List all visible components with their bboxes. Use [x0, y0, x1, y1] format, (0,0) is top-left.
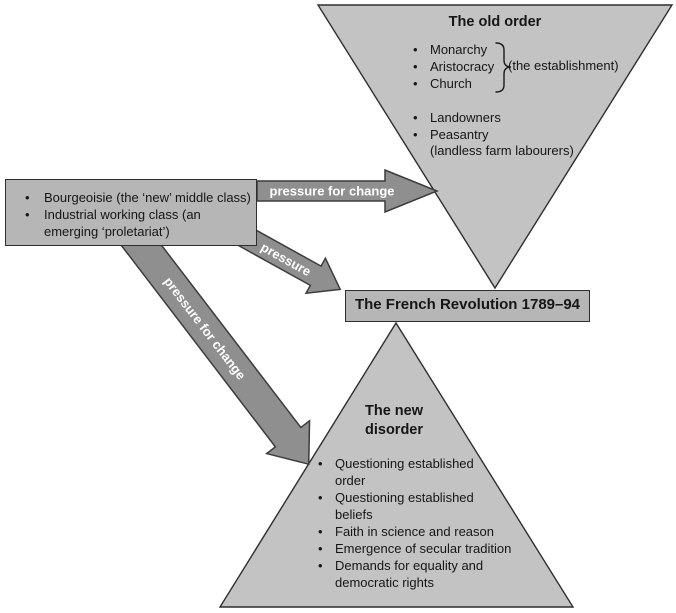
list-item: Demands for equality and democratic righ…	[317, 557, 497, 591]
new-disorder-list: Questioning established order Questionin…	[317, 455, 511, 591]
french-revolution-box: The French Revolution 1789–94	[345, 290, 590, 322]
list-item: Faith in science and reason	[317, 523, 511, 540]
list-item: Emergence of secular tradition	[317, 540, 511, 557]
list-item: Bourgeoisie (the ‘new’ middle class)	[6, 189, 256, 206]
arrow-pressure-shape	[237, 225, 342, 295]
list-item: Landowners	[412, 109, 501, 126]
old-order-lower-list: Landowners Peasantry	[412, 109, 501, 143]
list-item: Industrial working class (an emerging ‘p…	[6, 206, 222, 240]
old-order-title: The old order	[448, 14, 542, 30]
arrow-pressure-for-change-right	[256, 168, 440, 214]
pressure-groups-box: Bourgeoisie (the ‘new’ middle class) Ind…	[5, 179, 257, 246]
list-item: Aristocracy	[412, 58, 494, 75]
old-order-triangle	[316, 4, 674, 290]
arrow-label-pressure-for-change-right: pressure for change	[270, 184, 395, 199]
list-item: Church	[412, 75, 494, 92]
arrow-label-pressure-for-change-down: pressure for change	[161, 274, 249, 382]
arrow-pressure-for-change-down-shape	[118, 222, 311, 466]
establishment-label: (the establishment)	[508, 58, 619, 73]
brace-icon	[495, 42, 512, 93]
list-item: Monarchy	[412, 41, 494, 58]
list-item: Questioning established beliefs	[317, 489, 490, 523]
pressure-groups-list: Bourgeoisie (the ‘new’ middle class) Ind…	[6, 189, 256, 240]
new-disorder-title: The new disorder	[365, 403, 424, 438]
list-item: Peasantry	[412, 126, 501, 143]
peasantry-note: (landless farm labourers)	[430, 143, 574, 158]
old-order-establishment-list: Monarchy Aristocracy Church	[412, 41, 494, 92]
list-item: Questioning established order	[317, 455, 490, 489]
